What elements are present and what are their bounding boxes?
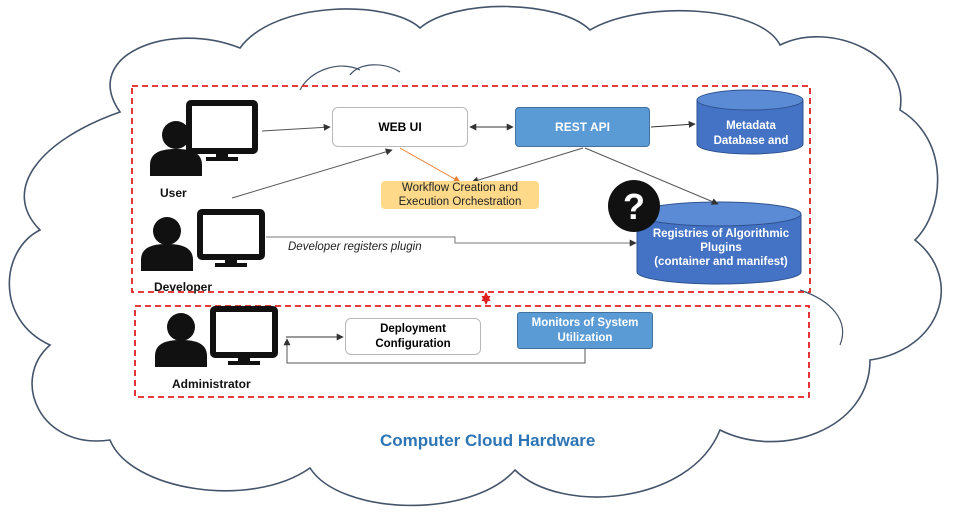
question-mark: ? [623,186,645,227]
metadata-db-label: Metadata Database and [698,119,804,151]
monitors-line-1: Monitors of System [531,316,639,329]
developer-note: Developer registers plugin [288,241,422,253]
administrator-icon [155,306,278,367]
monitors-box: Monitors of System Utilization [517,312,653,349]
metadata-line-1: Metadata [726,120,776,132]
metadata-line-2: Database and [713,135,789,147]
administrator-label: Administrator [172,377,251,391]
cloud-bump-lower [799,289,844,346]
cloud-bump-top [299,65,361,91]
arrow-rest-workflow [471,147,584,184]
arrow-developer-webui [231,148,393,199]
workflow-box: Workflow Creation and Execution Orchestr… [381,181,539,209]
deployment-box: Deployment Configuration [345,318,481,355]
registries-line-2: Plugins [700,242,742,254]
arrow-rest-metadata [650,120,696,128]
registries-line-3: (container and manifest) [654,256,788,268]
lower-zone [134,305,810,398]
registries-cylinder [636,201,802,285]
web-ui-box: WEB UI [332,107,468,147]
arrow-webui-workflow [399,147,461,183]
monitors-line-2: Utilization [557,331,613,344]
workflow-line-2: Execution Orchestration [398,196,522,208]
registries-label: Registries of Algorithmic Plugins (conta… [640,227,802,269]
metadata-cylinder [696,89,804,155]
cloud-title: Computer Cloud Hardware [380,431,596,450]
user-icon [150,100,258,176]
deployment-line-2: Configuration [375,337,451,350]
cloud-bump-right [349,64,401,76]
arrow-developer-registries [266,236,637,247]
workflow-line-1: Workflow Creation and [401,182,519,194]
developer-icon [141,209,265,271]
arrow-monitor-admin [283,338,586,364]
deployment-line-1: Deployment [380,322,446,335]
registries-line-1: Registries of Algorithmic [652,228,790,240]
developer-label: Developer [154,280,213,294]
rest-api-box: REST API [515,107,650,147]
question-icon [608,180,660,232]
upper-zone [131,85,811,293]
arrow-rest-registries [584,147,719,205]
user-label: User [160,186,187,200]
arrow-user-webui [261,123,331,132]
